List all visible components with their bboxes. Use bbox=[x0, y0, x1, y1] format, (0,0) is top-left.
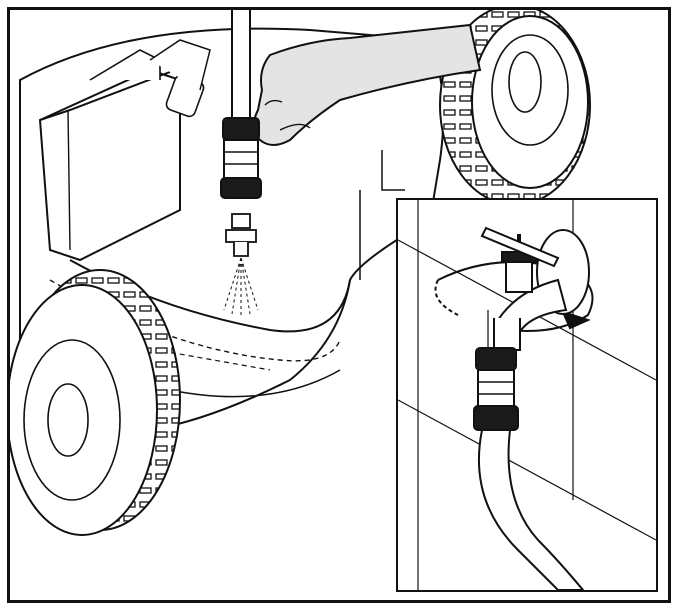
mower-illustration bbox=[10, 10, 591, 536]
hand-icon bbox=[252, 23, 482, 146]
quick-connector-icon bbox=[473, 347, 519, 431]
hose-icon bbox=[231, 10, 251, 121]
illustration-frame bbox=[7, 7, 671, 603]
hose-icon bbox=[478, 429, 585, 590]
tap-illustration bbox=[398, 200, 656, 590]
spray-nozzle-icon bbox=[223, 213, 259, 316]
tap-inset bbox=[396, 198, 658, 592]
quick-connector-icon bbox=[220, 117, 262, 199]
front-wheel bbox=[10, 269, 181, 536]
water-tap-icon bbox=[480, 226, 590, 351]
engine-cover bbox=[38, 39, 211, 262]
